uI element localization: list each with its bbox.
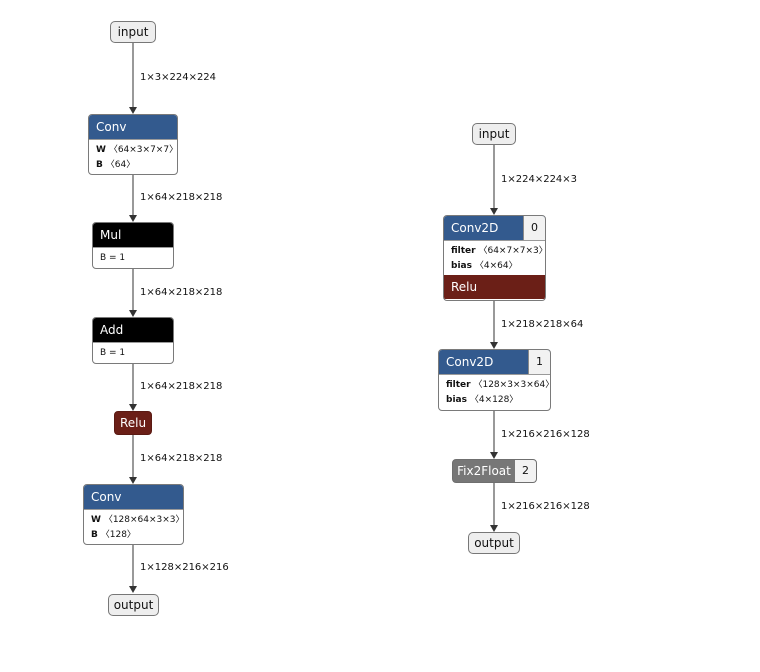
edge-arrowhead	[129, 215, 137, 222]
edge-arrowhead	[129, 477, 137, 484]
edge-label: 1×64×218×218	[140, 192, 223, 203]
node-index: 2	[514, 460, 536, 482]
attr-value: 〈128〉	[100, 530, 136, 540]
edge-arrowhead	[490, 208, 498, 215]
conv2d-node[interactable]: Conv2D 0 filter 〈64×7×7×3〉 bias 〈4×64〉 R…	[443, 215, 546, 301]
edge-arrowhead	[129, 404, 137, 411]
node-attributes: filter 〈64×7×7×3〉 bias 〈4×64〉	[444, 240, 545, 275]
attr-value: 〈64×7×7×3〉	[478, 246, 546, 256]
attr-name: bias	[446, 395, 467, 405]
attr-value: 〈4×128〉	[469, 395, 519, 405]
attr-name: filter	[451, 246, 476, 256]
node-attributes: W 〈64×3×7×7〉 B 〈64〉	[89, 139, 178, 174]
add-node[interactable]: Add B = 1	[92, 317, 174, 364]
conv-node[interactable]: Conv W 〈64×3×7×7〉 B 〈64〉	[88, 114, 178, 175]
attr-value: 〈128×64×3×3〉	[103, 515, 184, 525]
node-title: Conv2D 1	[439, 350, 550, 374]
attr-value: 〈64〉	[105, 160, 136, 170]
attr-name: B	[91, 530, 98, 540]
input-node[interactable]: input	[110, 21, 156, 43]
attr-name: W	[96, 145, 106, 155]
node-index: 0	[523, 216, 545, 240]
node-title-text: Conv2D	[446, 355, 494, 369]
edge-label: 1×216×216×128	[501, 429, 590, 440]
node-attributes: B = 1	[93, 342, 173, 363]
mul-node[interactable]: Mul B = 1	[92, 222, 174, 269]
edge-arrowhead	[490, 342, 498, 349]
node-title: Fix2Float	[457, 464, 511, 478]
output-node[interactable]: output	[468, 532, 520, 554]
attr-text: B = 1	[100, 253, 126, 263]
node-title-text: Conv2D	[451, 221, 499, 235]
edge-label: 1×64×218×218	[140, 381, 223, 392]
edge-arrowhead	[490, 525, 498, 532]
attr-name: filter	[446, 380, 471, 390]
attr-name: B	[96, 160, 103, 170]
edge-arrowhead	[490, 452, 498, 459]
edge-label: 1×64×218×218	[140, 453, 223, 464]
attr-value: 〈128×3×3×64〉	[473, 380, 551, 390]
conv2d-node[interactable]: Conv2D 1 filter 〈128×3×3×64〉 bias 〈4×128…	[438, 349, 551, 411]
edge-arrowhead	[129, 107, 137, 114]
node-title: Add	[93, 318, 173, 342]
relu-node[interactable]: Relu	[114, 411, 152, 435]
attr-text: B = 1	[100, 348, 126, 358]
edge-arrowhead	[129, 586, 137, 593]
node-title: Conv	[89, 115, 177, 139]
edge-label: 1×216×216×128	[501, 501, 590, 512]
edge-label: 1×64×218×218	[140, 287, 223, 298]
edge-arrowhead	[129, 310, 137, 317]
node-title: Mul	[93, 223, 173, 247]
edge-label: 1×128×216×216	[140, 562, 229, 573]
output-node[interactable]: output	[108, 594, 159, 616]
attr-value: 〈64×3×7×7〉	[108, 145, 178, 155]
fix2float-node[interactable]: Fix2Float 2	[452, 459, 537, 483]
attr-name: bias	[451, 261, 472, 271]
node-index: 1	[528, 350, 550, 374]
node-attributes: B = 1	[93, 247, 173, 268]
node-attributes: filter 〈128×3×3×64〉 bias 〈4×128〉	[439, 374, 550, 410]
attr-value: 〈4×64〉	[474, 261, 518, 271]
attr-name: W	[91, 515, 101, 525]
fused-activation: Relu	[444, 275, 545, 299]
node-attributes: W 〈128×64×3×3〉 B 〈128〉	[84, 509, 184, 544]
edge-label: 1×218×218×64	[501, 319, 584, 330]
node-title: Conv	[84, 485, 183, 509]
node-title: Conv2D 0	[444, 216, 545, 240]
input-node[interactable]: input	[472, 123, 516, 145]
edge-label: 1×224×224×3	[501, 174, 578, 185]
edge-label: 1×3×224×224	[140, 72, 217, 83]
conv-node[interactable]: Conv W 〈128×64×3×3〉 B 〈128〉	[83, 484, 184, 545]
